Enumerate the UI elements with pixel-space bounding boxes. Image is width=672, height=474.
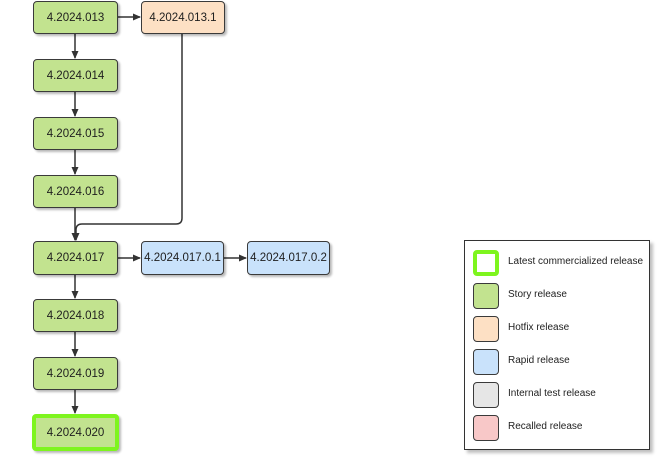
node-4-2024-017-0-2: 4.2024.017.0.2	[247, 241, 330, 275]
legend-swatch-latest	[473, 250, 499, 276]
node-4-2024-018: 4.2024.018	[33, 299, 118, 332]
legend-label: Rapid release	[508, 355, 570, 366]
legend-item-latest: Latest commercialized release	[473, 250, 647, 276]
node-4-2024-019: 4.2024.019	[33, 357, 118, 390]
legend-swatch-rapid	[473, 349, 499, 375]
node-4-2024-016: 4.2024.016	[33, 175, 118, 208]
legend-label: Internal test release	[508, 388, 596, 399]
node-4-2024-013-1: 4.2024.013.1	[141, 1, 225, 34]
legend-swatch-hotfix	[473, 316, 499, 342]
legend-item-recalled: Recalled release	[473, 415, 647, 441]
legend-swatch-story	[473, 283, 499, 309]
legend: Latest commercialized release Story rele…	[464, 240, 650, 450]
legend-swatch-internal-test	[473, 382, 499, 408]
legend-item-hotfix: Hotfix release	[473, 316, 647, 342]
node-4-2024-014: 4.2024.014	[33, 59, 118, 92]
node-4-2024-013: 4.2024.013	[33, 1, 118, 34]
legend-item-story: Story release	[473, 283, 647, 309]
node-4-2024-017-0-1: 4.2024.017.0.1	[141, 241, 224, 275]
legend-label: Hotfix release	[508, 322, 570, 333]
legend-label: Story release	[508, 289, 567, 300]
legend-item-internal-test: Internal test release	[473, 382, 647, 408]
legend-label: Recalled release	[508, 421, 583, 432]
edge-013-1-to-017	[72, 34, 183, 241]
legend-item-rapid: Rapid release	[473, 349, 647, 375]
node-4-2024-017: 4.2024.017	[33, 241, 118, 275]
node-4-2024-020: 4.2024.020	[32, 414, 119, 451]
legend-swatch-recalled	[473, 415, 499, 441]
node-4-2024-015: 4.2024.015	[33, 117, 118, 150]
legend-label: Latest commercialized release	[508, 256, 644, 267]
